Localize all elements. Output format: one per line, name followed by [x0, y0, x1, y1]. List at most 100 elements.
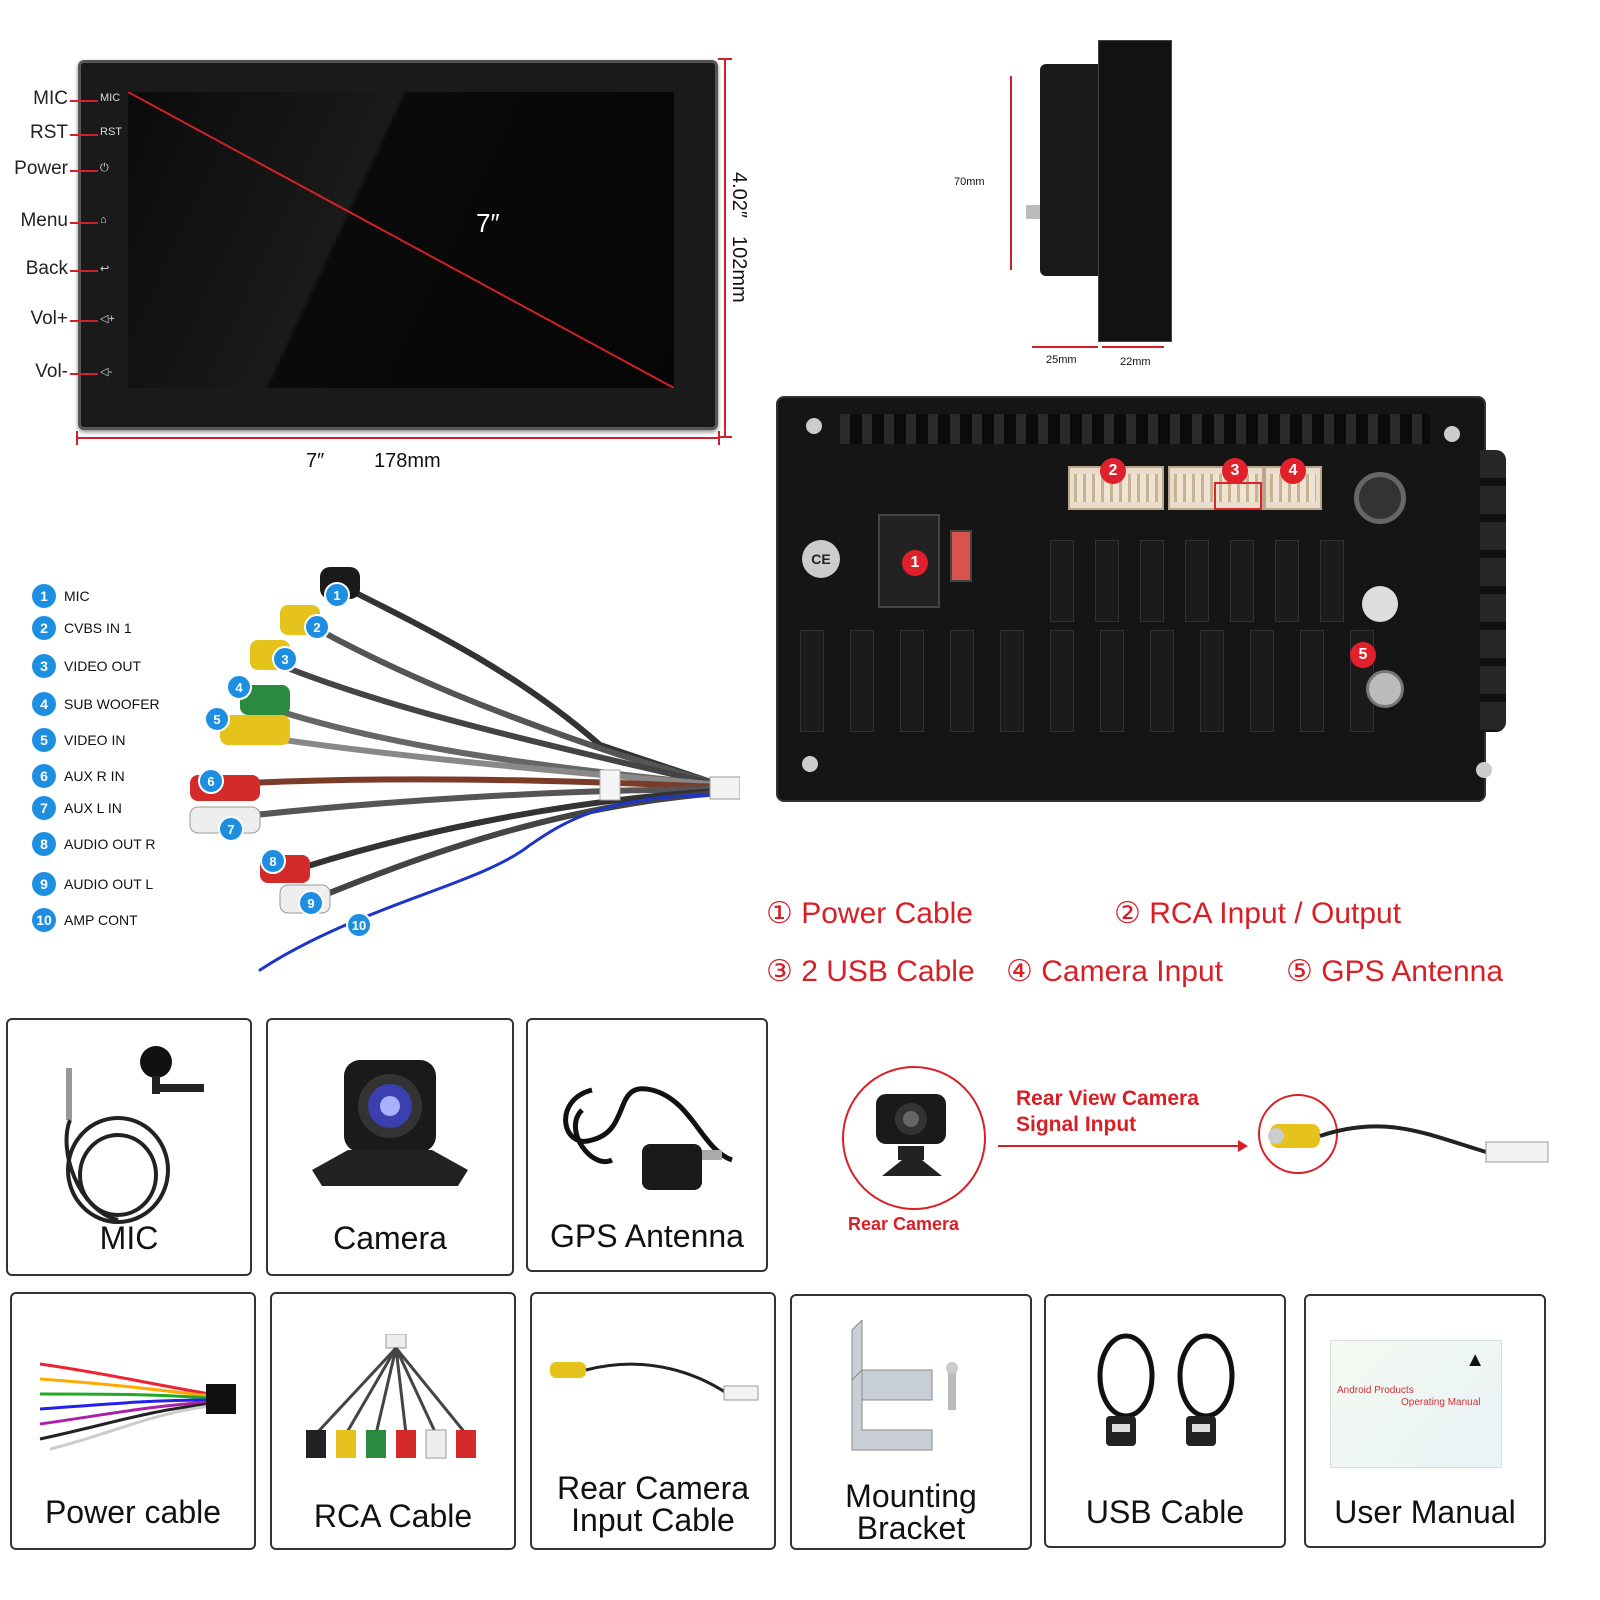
height-mm-label: 102mm [728, 236, 750, 303]
legend-label: MIC [64, 588, 90, 604]
usb-port-highlight [1214, 482, 1262, 510]
side-button-icon: ↩ [100, 263, 110, 275]
gps-socket [1366, 670, 1404, 708]
mount-hole [1362, 586, 1398, 622]
side-button-label: Vol+ [30, 308, 68, 329]
side-button-label: Menu [20, 210, 68, 231]
heatsink-fin [1140, 540, 1164, 622]
heatsink-fin [1100, 630, 1124, 732]
camera-input-cable-icon [1268, 1124, 1549, 1163]
height-inch-label: 4.02″ [728, 172, 750, 219]
accessory-label-rear-camera-cable: Rear Camera Input Cable [556, 1470, 750, 1538]
accessory-gps: GPS Antenna [526, 1018, 768, 1272]
heatsink-fin [1050, 630, 1074, 732]
legend-label: AUDIO OUT R [64, 836, 156, 852]
legend-item: 1 MIC [32, 584, 90, 608]
side-button-icon: ⌂ [100, 214, 107, 226]
rca-cable-illustration [189, 567, 740, 972]
rear-camera-label: Rear Camera [848, 1214, 960, 1234]
side-faceplate [1098, 40, 1172, 342]
heatsink-fin [1095, 540, 1119, 622]
side-button-pointer [70, 170, 98, 172]
cable-number-badge: 5 [204, 706, 230, 732]
legend-number-badge: 10 [32, 908, 56, 932]
back-panel-top-vents [840, 414, 1430, 444]
cable-number-badge: 2 [304, 614, 330, 640]
side-height-line [1010, 76, 1012, 270]
back-badge-4: 4 [1280, 458, 1306, 484]
heatsink-fin [1150, 630, 1174, 732]
heatsink-fin [850, 630, 874, 732]
side-button-icon: MIC [100, 92, 121, 104]
cable-number-badge: 4 [226, 674, 252, 700]
side-button-icon: RST [100, 126, 122, 138]
accessory-label-user-manual: User Manual [1334, 1494, 1516, 1530]
fuse [950, 530, 972, 582]
usb-cable-icon [1097, 1333, 1235, 1446]
screen-diagonal-line [128, 92, 674, 388]
width-tick-left [76, 431, 78, 445]
antenna-socket [1354, 472, 1406, 524]
port-label-usb: ③ 2 USB Cable [766, 955, 975, 988]
accessory-label-gps: GPS Antenna [550, 1218, 744, 1254]
signal-arrow-line [998, 1145, 1238, 1147]
android-icon: ▲ [1465, 1349, 1485, 1371]
manual-title-line1: Android Products [1337, 1385, 1414, 1396]
screw-top-left [806, 418, 822, 434]
back-badge-1: 1 [902, 550, 928, 576]
cable-number-badge: 1 [324, 582, 350, 608]
back-panel-right-ribs [1480, 450, 1506, 732]
side-button-label: Back [25, 258, 68, 279]
accessory-label-camera: Camera [333, 1220, 447, 1256]
side-button-icon: ◁- [100, 366, 113, 378]
accessory-rear-camera-cable: Rear Camera Input Cable [530, 1292, 776, 1550]
legend-number-badge: 1 [32, 584, 56, 608]
accessory-label-power-cable: Power cable [44, 1494, 222, 1530]
legend-label: AUDIO OUT L [64, 876, 154, 892]
heatsink-fin [900, 630, 924, 732]
accessory-power-cable: Power cable [10, 1292, 256, 1550]
height-tick-bottom [718, 436, 732, 438]
cable-number-badge: 9 [298, 890, 324, 916]
cable-number-badge: 7 [218, 816, 244, 842]
ce-mark: CE [802, 540, 840, 578]
side-button-label: MIC [33, 88, 68, 109]
legend-number-badge: 3 [32, 654, 56, 678]
rear-signal-label: Rear View Camera Signal Input [1016, 1087, 1199, 1136]
legend-number-badge: 7 [32, 796, 56, 820]
heatsink-fin [800, 630, 824, 732]
heatsink-fin [1230, 540, 1254, 622]
side-button-pointer [70, 270, 98, 272]
cable-number-badge: 6 [198, 768, 224, 794]
signal-arrow-head [1238, 1140, 1248, 1152]
heatsink-fin [1320, 540, 1344, 622]
accessory-mic: MIC [6, 1018, 252, 1276]
width-mm-label: 178mm [374, 450, 441, 472]
rear-camera-icon [876, 1094, 946, 1176]
heatsink-fin [1200, 630, 1224, 732]
side-button-pointer [70, 373, 98, 375]
heatsink-fin [1275, 540, 1299, 622]
heatsink-fin [1000, 630, 1024, 732]
accessory-label-rca-cable: RCA Cable [313, 1498, 473, 1534]
rear-camera-cable-icon [550, 1362, 759, 1401]
width-inch-label: 7″ [306, 450, 325, 472]
mounting-bracket-icon [851, 1320, 958, 1451]
legend-number-badge: 4 [32, 692, 56, 716]
legend-label: CVBS IN 1 [64, 620, 132, 636]
side-button-pointer [70, 222, 98, 224]
side-depth-line-b [1102, 346, 1164, 348]
side-depth-a-label: 25mm [1046, 354, 1077, 366]
side-height-label: 70mm [954, 176, 985, 188]
side-button-pointer [70, 320, 98, 322]
side-button-label: Vol- [35, 361, 68, 382]
usb-port-connector [1168, 466, 1264, 510]
side-depth-b-label: 22mm [1120, 356, 1151, 368]
legend-label: VIDEO OUT [64, 658, 142, 674]
heatsink-fin [1300, 630, 1324, 732]
